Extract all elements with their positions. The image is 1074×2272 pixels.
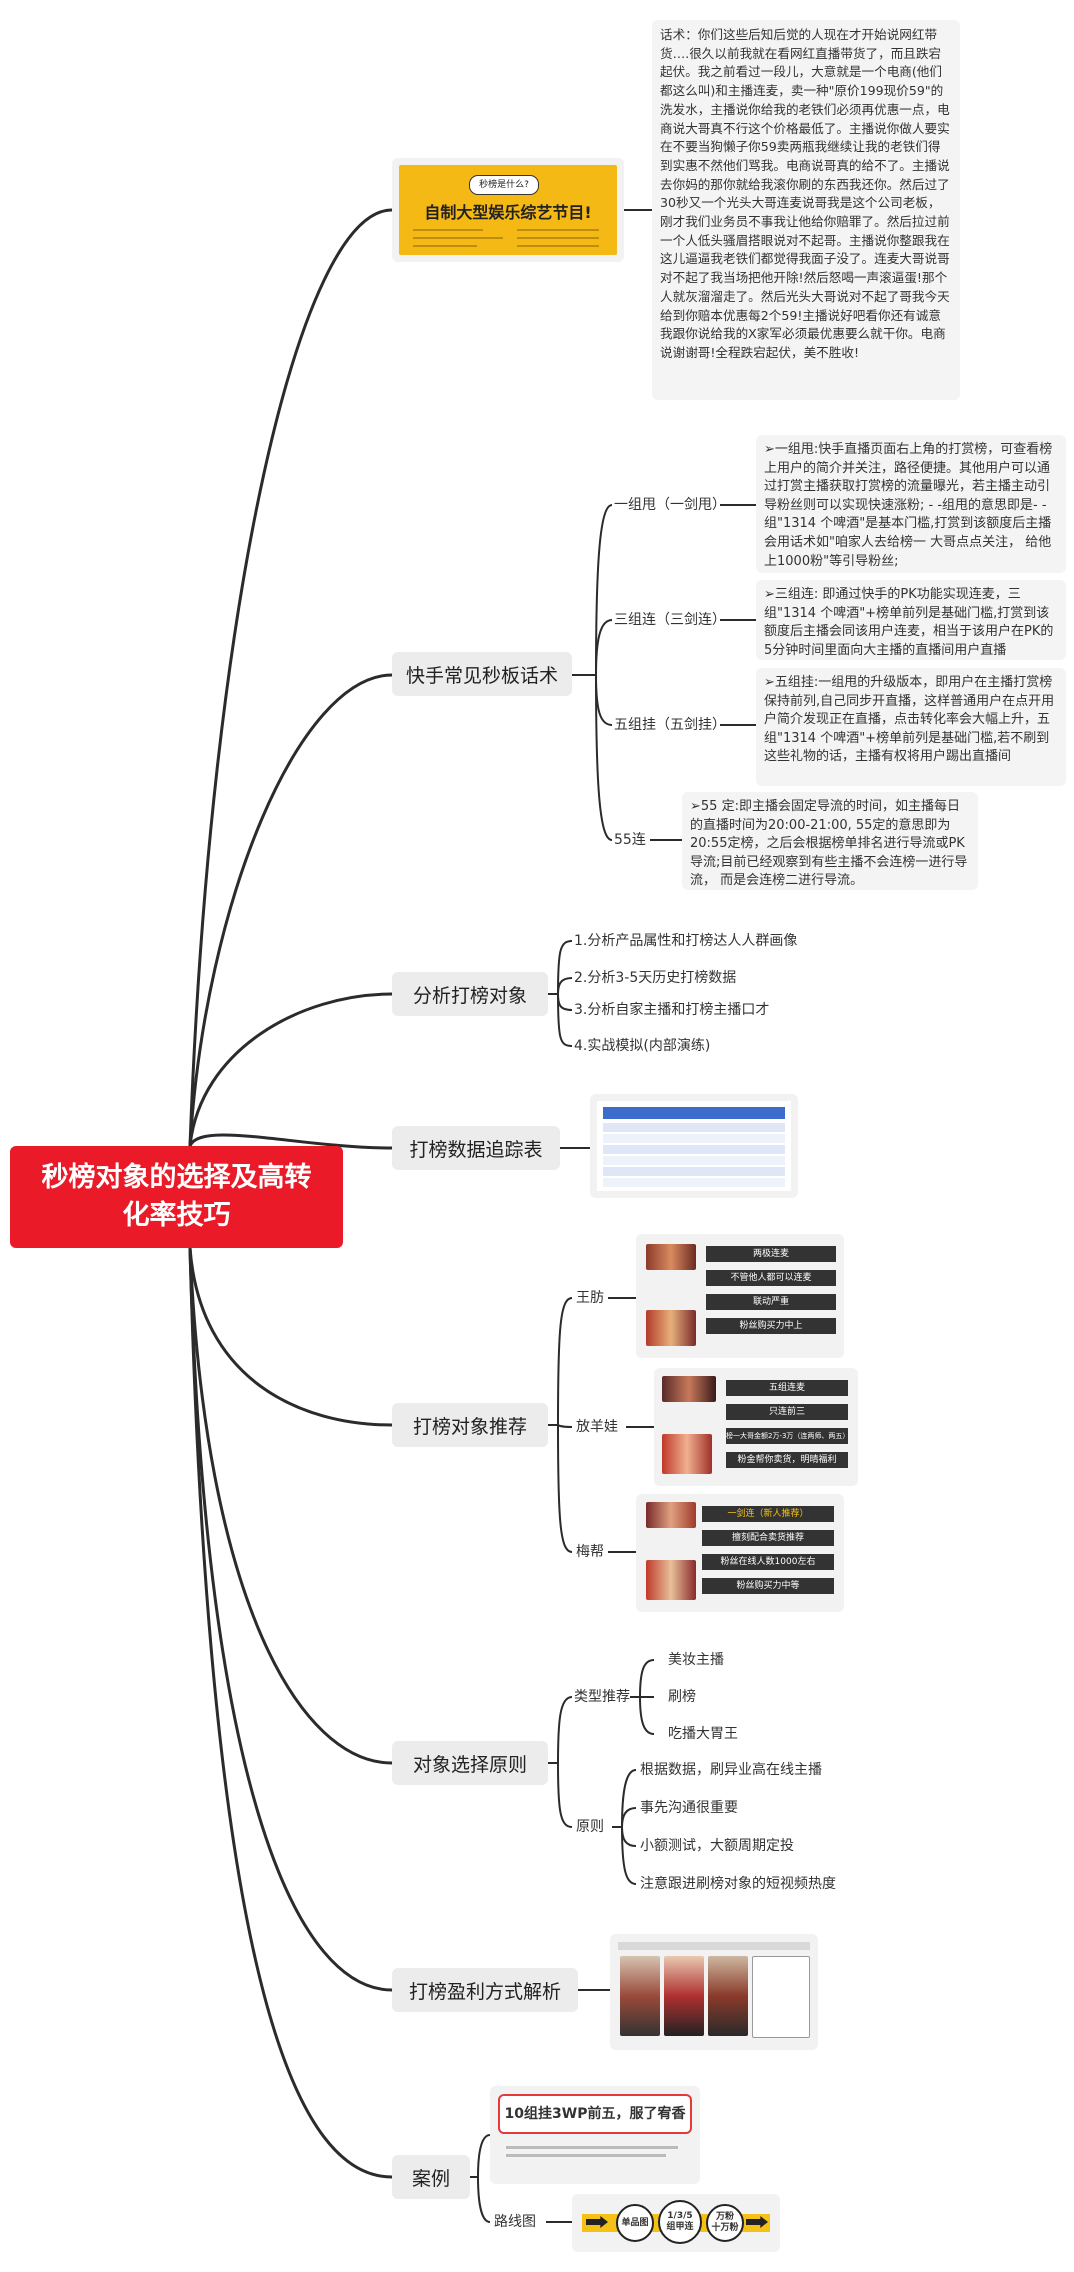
roadmap-label[interactable]: 路线图 [494,2214,536,2230]
recommend-tag: 不管他人都可以连麦 [706,1270,836,1286]
streamer-photo [662,1376,716,1402]
principles-rules-label[interactable]: 原则 [576,1819,604,1835]
roadmap-step: 1/3/5 组甲连 [658,2200,702,2244]
case-title: 10组挂3WP前五，服了宥香 [498,2094,692,2134]
principles-type-item[interactable]: 刷榜 [668,1689,696,1705]
recommend-tag: 擅刻配合卖货推荐 [702,1530,834,1546]
recommend-tag: 粉丝在线人数1000左右 [702,1554,834,1570]
poster-text-line [413,237,503,239]
principles-rule-item[interactable]: 事先沟通很重要 [640,1800,738,1816]
tracking-sheet-image[interactable] [590,1094,798,1198]
poster-text-line [517,245,599,247]
scripts-child-note[interactable]: ➢五组挂:一组甩的升级版本，即用户在主播打赏榜保持前列,自己同步开直播，这样普通… [756,668,1066,786]
branch-scripts[interactable]: 快手常见秒板话术 [392,652,572,696]
branch-recommend[interactable]: 打榜对象推荐 [392,1403,548,1447]
profit-screenshot-image[interactable] [610,1934,818,2050]
recommend-child-label[interactable]: 梅帮 [576,1544,604,1560]
intro-script-note[interactable]: 话术：你们这些后知后觉的人现在才开始说网红带货….很久以前我就在看网红直播带货了… [652,20,960,400]
poster-text-line [517,229,599,231]
streamer-photo [662,1434,712,1474]
live-screenshot [708,1956,748,2036]
root-topic[interactable]: 秒榜对象的选择及高转化率技巧 [10,1146,343,1248]
recommend-tag: 五组连麦 [726,1380,848,1396]
principles-type-item[interactable]: 吃播大胃王 [668,1726,738,1742]
scripts-child-note[interactable]: ➢三组连: 即通过快手的PK功能实现连麦，三组"1314 个啤酒"+榜单前列是基… [756,580,1066,660]
poster-badge: 秒榜是什么? [469,175,539,195]
scripts-child-note[interactable]: ➢55 定:即主播会固定导流的时间，如主播每日的直播时间为20:00-21:00… [682,792,978,890]
principles-rule-item[interactable]: 根据数据，刷异业高在线主播 [640,1762,822,1778]
intro-poster-image: 秒榜是什么? 自制大型娱乐综艺节目! [399,165,617,255]
recommend-card-3[interactable]: 一剑连（新人推荐） 擅刻配合卖货推荐 粉丝在线人数1000左右 粉丝购买力中等 [636,1494,844,1612]
analysis-item[interactable]: 2.分析3-5天历史打榜数据 [574,970,737,986]
live-screenshot [664,1956,704,2036]
roadmap-card[interactable]: 单品图 1/3/5 组甲连 万粉 十万粉 [572,2194,780,2252]
branch-profit[interactable]: 打榜盈利方式解析 [392,1968,578,2012]
live-screenshot [752,1956,810,2038]
branch-principles[interactable]: 对象选择原则 [392,1741,548,1785]
recommend-tag: 两极连麦 [706,1246,836,1262]
principles-type-item[interactable]: 美妆主播 [668,1652,724,1668]
analysis-item[interactable]: 1.分析产品属性和打榜达人人群画像 [574,933,798,949]
scripts-child-label[interactable]: 55连 [614,832,646,848]
spreadsheet-thumbnail [597,1101,791,1191]
poster-headline: 自制大型娱乐综艺节目! [424,203,592,222]
scripts-child-label[interactable]: 三组连（三剑连） [614,612,726,628]
branch-cases[interactable]: 案例 [392,2155,470,2199]
recommend-tag: 只连前三 [726,1404,848,1420]
principles-type-label[interactable]: 类型推荐 [574,1689,630,1705]
live-screenshot [620,1956,660,2036]
recommend-tag: 粉丝购买力中等 [702,1578,834,1594]
roadmap-step: 万粉 十万粉 [706,2204,744,2242]
intro-poster-card[interactable]: 秒榜是什么? 自制大型娱乐综艺节目! [392,158,624,262]
scripts-child-label[interactable]: 一组甩（一剑甩） [614,497,726,513]
roadmap-step: 单品图 [616,2204,654,2242]
recommend-tag: 榜一大哥金额2万-3万（连两师、两五） [726,1428,849,1444]
recommend-tag: 粉金帮你卖货，明晴福利 [726,1452,848,1468]
streamer-photo [646,1244,696,1270]
recommend-card-2[interactable]: 五组连麦 只连前三 榜一大哥金额2万-3万（连两师、两五） 粉金帮你卖货，明晴福… [654,1368,858,1486]
branch-analysis[interactable]: 分析打榜对象 [392,972,548,1016]
poster-text-line [413,245,477,247]
streamer-photo [646,1502,696,1528]
recommend-tag: 联动严重 [706,1294,836,1310]
scripts-child-note[interactable]: ➢一组甩:快手直播页面右上角的打赏榜，可查看榜上用户的简介并关注，路径便捷。其他… [756,435,1066,573]
branch-tracking[interactable]: 打榜数据追踪表 [392,1126,560,1170]
analysis-item[interactable]: 4.实战模拟(内部演练) [574,1038,711,1054]
recommend-tag: 一剑连（新人推荐） [702,1506,834,1522]
recommend-child-label[interactable]: 放羊娃 [576,1419,618,1435]
streamer-photo [646,1310,696,1346]
recommend-card-1[interactable]: 两极连麦 不管他人都可以连麦 联动严重 粉丝购买力中上 [636,1234,844,1358]
recommend-tag: 粉丝购买力中上 [706,1318,836,1334]
analysis-item[interactable]: 3.分析自家主播和打榜主播口才 [574,1002,770,1018]
recommend-child-label[interactable]: 王肪 [576,1290,604,1306]
streamer-photo [646,1560,696,1600]
arrow-right-icon [746,2216,768,2228]
arrow-right-icon [586,2216,608,2228]
poster-text-line [517,237,599,239]
poster-text-line [413,229,483,231]
case-card[interactable]: 10组挂3WP前五，服了宥香 [490,2086,700,2184]
principles-rule-item[interactable]: 小额测试，大额周期定投 [640,1838,794,1854]
principles-rule-item[interactable]: 注意跟进刷榜对象的短视频热度 [640,1876,836,1892]
scripts-child-label[interactable]: 五组挂（五剑挂） [614,717,726,733]
